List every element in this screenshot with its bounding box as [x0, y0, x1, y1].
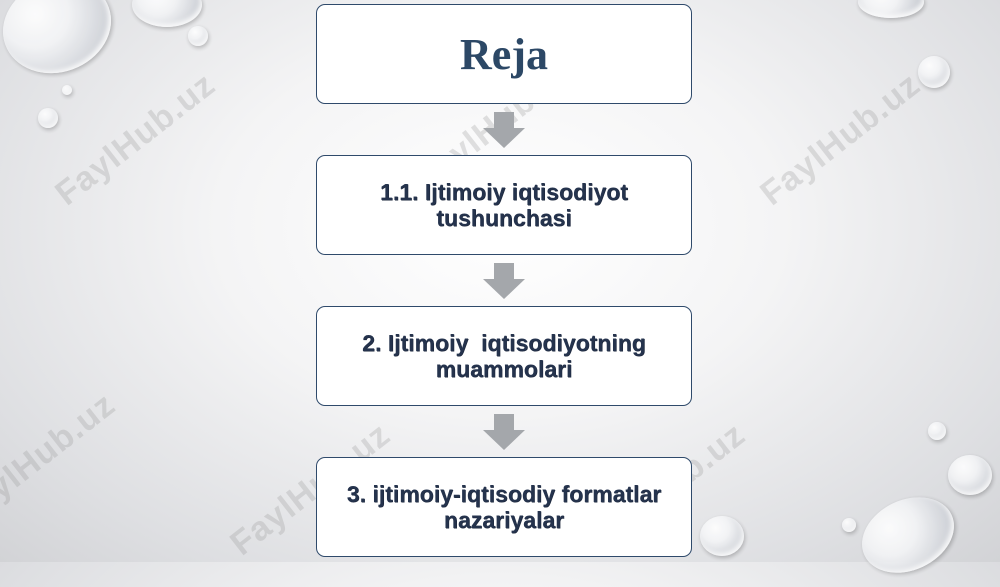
water-drop-decoration	[928, 422, 946, 440]
title-box: Reja	[316, 4, 692, 104]
water-drop-decoration	[918, 56, 950, 88]
watermark-text: FaylHub.uz	[753, 65, 928, 213]
water-drop-decoration	[132, 0, 202, 27]
down-arrow-icon	[483, 263, 525, 299]
plan-item-box: 1.1. Ijtimoiy iqtisodiyot tushunchasi	[316, 155, 692, 255]
water-drop-decoration	[188, 26, 208, 46]
water-drop-decoration	[700, 516, 744, 556]
water-drop-decoration	[842, 518, 856, 532]
plan-item-box: 3. ijtimoiy-iqtisodiy formatlar nazariya…	[316, 457, 692, 557]
water-drop-decoration	[948, 455, 992, 495]
water-drop-decoration	[62, 85, 72, 95]
plan-item-text: 2. Ijtimoiy iqtisodiyotning muammolari	[362, 330, 653, 382]
plan-item-text: 1.1. Ijtimoiy iqtisodiyot tushunchasi	[380, 179, 628, 231]
slide-title: Reja	[460, 29, 548, 79]
plan-item-text: 3. ijtimoiy-iqtisodiy formatlar nazariya…	[346, 481, 662, 533]
watermark-text: FaylHub.uz	[48, 65, 223, 213]
water-drop-decoration	[0, 0, 125, 89]
plan-item-box: 2. Ijtimoiy iqtisodiyotning muammolari	[316, 306, 692, 406]
water-drop-decoration	[38, 108, 58, 128]
watermark-text: FaylHub.uz	[0, 385, 123, 533]
down-arrow-icon	[483, 414, 525, 450]
water-drop-decoration	[849, 482, 967, 587]
water-drop-decoration	[858, 0, 924, 18]
down-arrow-icon	[483, 112, 525, 148]
